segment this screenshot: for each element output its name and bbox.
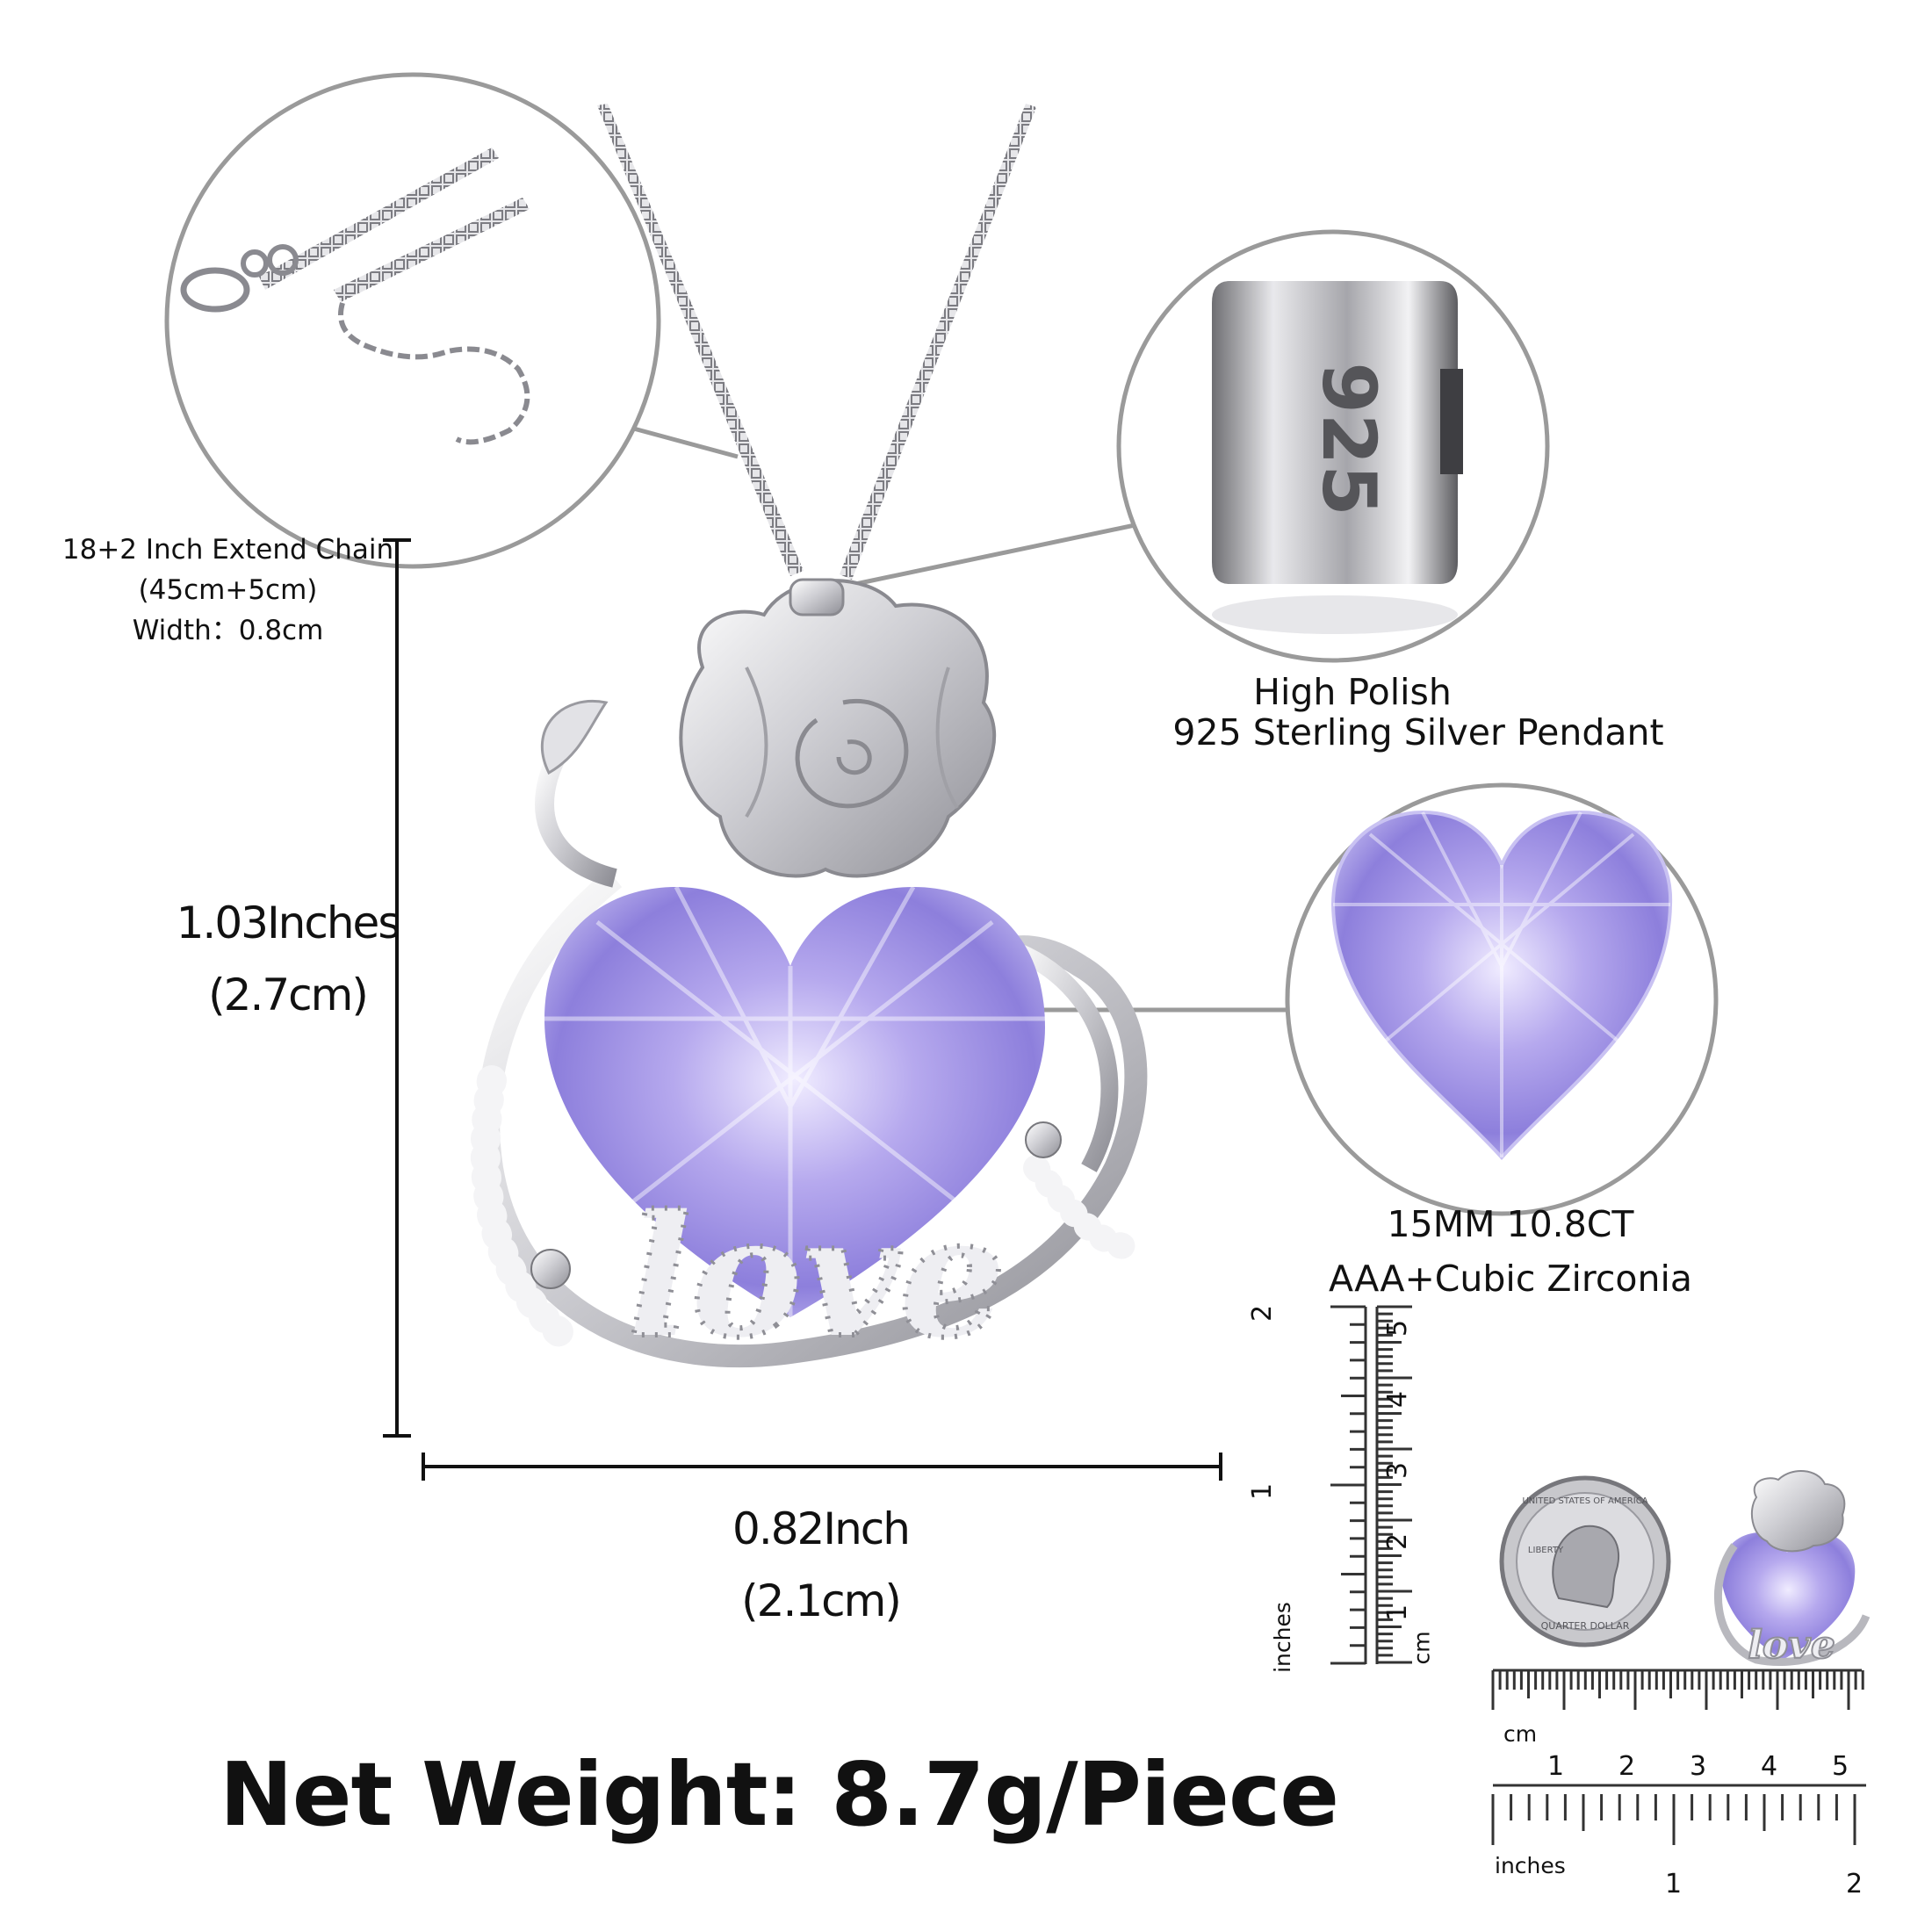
horizontal-ruler-inch-label: 1 [1665, 1869, 1683, 1900]
chain-length-cm-text: (45cm+5cm) [138, 574, 318, 606]
chain-clasp-callout [164, 72, 661, 569]
horizontal-ruler-cm-label: 4 [1761, 1751, 1778, 1782]
rose-ornament [679, 578, 997, 878]
vertical-ruler-cm-label: 2 [1382, 1532, 1414, 1551]
vertical-ruler-cm-label: 3 [1382, 1461, 1414, 1480]
horizontal-ruler-cm-label: 2 [1618, 1751, 1636, 1782]
height-dimension-line [383, 538, 411, 1438]
silver-feature-line2: 925 Sterling Silver Pendant [1172, 711, 1664, 753]
pendant-scale-thumbnail: love [1714, 1469, 1871, 1669]
stamp-925-text: 925 [1306, 362, 1392, 515]
width-cm-text: (2.1cm) [741, 1575, 902, 1626]
width-dimension-label: 0.82Inch (2.1cm) [687, 1493, 955, 1637]
vertical-ruler-cm-unit: cm [1409, 1631, 1435, 1665]
vertical-ruler [1330, 1305, 1412, 1665]
silver-stamp-callout [1116, 229, 1550, 663]
horizontal-ruler-cm-label: 5 [1832, 1751, 1849, 1782]
silver-feature-line1: High Polish [1253, 671, 1452, 713]
vertical-ruler-inch-label: 2 [1247, 1304, 1279, 1323]
vertical-ruler-cm-label: 5 [1382, 1319, 1414, 1337]
horizontal-ruler [1491, 1669, 1866, 1845]
quarter-coin [1499, 1475, 1671, 1647]
height-cm-text: (2.7cm) [208, 970, 369, 1020]
width-inches-text: 0.82Inch [732, 1503, 911, 1554]
horizontal-ruler-cm-label: 3 [1690, 1751, 1707, 1782]
stone-size-text: 15MM 10.8CT [1387, 1203, 1634, 1245]
stone-material-text: AAA+Cubic Zirconia [1329, 1258, 1692, 1300]
svg-text:love: love [1748, 1623, 1835, 1668]
coin-bottom-text: QUARTER DOLLAR [1541, 1620, 1630, 1632]
horizontal-ruler-cm-unit: cm [1503, 1721, 1538, 1747]
chain-width-text: Width：0.8cm [132, 615, 324, 646]
height-inches-text: 1.03Inches [176, 898, 401, 948]
vertical-ruler-inch-unit: inches [1269, 1602, 1295, 1673]
horizontal-ruler-cm-label: 1 [1547, 1751, 1565, 1782]
heart-stone-callout [1285, 782, 1719, 1216]
vertical-ruler-cm-label: 4 [1382, 1390, 1414, 1409]
horizontal-ruler-inch-unit: inches [1495, 1853, 1566, 1878]
coin-left-text: LIBERTY [1528, 1546, 1564, 1555]
heart-pendant [470, 578, 1148, 1368]
chain-length-text: 18+2 Inch Extend Chain [61, 534, 394, 566]
vertical-ruler-inch-label: 1 [1247, 1482, 1279, 1501]
height-dimension-label: 1.03Inches (2.7cm) [154, 887, 422, 1031]
width-dimension-line [422, 1453, 1222, 1481]
necklace-chain [597, 104, 1036, 580]
net-weight-text: Net Weight: 8.7g/Piece [220, 1743, 1339, 1846]
horizontal-ruler-inch-label: 2 [1846, 1869, 1864, 1900]
stone-feature-label: 15MM 10.8CT AAA+Cubic Zirconia [1265, 1197, 1756, 1306]
chain-spec-label: 18+2 Inch Extend Chain (45cm+5cm) Width：… [54, 530, 401, 651]
coin-top-text: UNITED STATES OF AMERICA [1522, 1496, 1647, 1506]
pendant-love-word: love [628, 1179, 1006, 1374]
vertical-ruler-cm-label: 1 [1382, 1604, 1414, 1622]
silver-feature-label: High Polish 925 Sterling Silver Pendant [1172, 672, 1664, 753]
